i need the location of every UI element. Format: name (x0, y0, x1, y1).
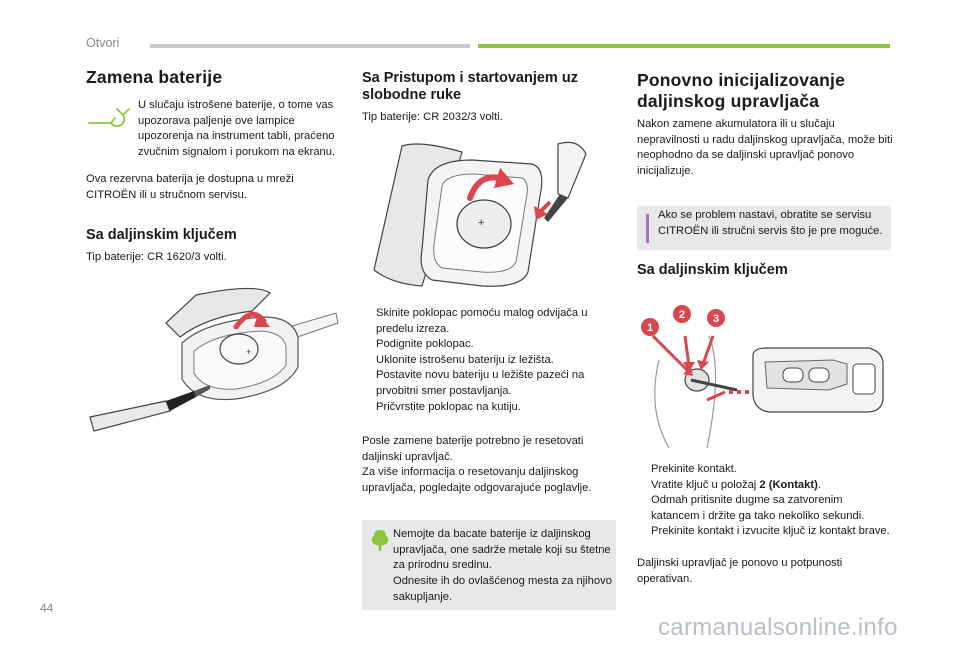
step-item: Podignite poklopac. (376, 338, 474, 351)
eco-note-box: Nemojte da bacate baterije iz daljinskog… (362, 520, 616, 610)
step-item: Pričvrstite poklopac na kutiju. (376, 400, 521, 413)
callout-3: 3 (713, 313, 719, 325)
header-rule-grey (150, 44, 470, 48)
spare-battery-text: Ova rezervna baterija je dostupna u mrež… (86, 173, 294, 201)
reinit-subtitle: Sa daljinskim ključem (637, 262, 788, 278)
eco-text-1: Nemojte da bacate baterije iz daljinskog… (393, 528, 611, 572)
svg-text:+: + (246, 347, 251, 357)
info-note-box: Ako se problem nastavi, obratite se serv… (637, 206, 891, 250)
svg-text:+: + (478, 217, 484, 229)
reset-text-1: Posle zamene baterije potrebno je reseto… (362, 435, 584, 463)
callout-1: 1 (647, 322, 653, 334)
keyless-battery-type: Tip baterije: CR 2032/3 volti. (362, 111, 503, 123)
ignition-key-illustration: 1 2 3 (641, 305, 884, 449)
header-rule-green (478, 44, 890, 48)
remote-key-subtitle: Sa daljinskim ključem (86, 227, 237, 243)
key-warning-icon (88, 108, 130, 128)
step-item: Prekinite kontakt i izvucite ključ iz ko… (651, 525, 890, 538)
callout-2: 2 (679, 309, 685, 321)
remote-key-battery-type: Tip baterije: CR 1620/3 volti. (86, 251, 227, 263)
reinit-outro: Daljinski upravljač je ponovo u potpunos… (637, 557, 843, 585)
remote-key-battery-illustration: + (89, 287, 339, 432)
tree-eco-icon (371, 530, 389, 551)
battery-replacement-title: Zamena baterije (86, 67, 223, 87)
step-item: Postavite novu bateriju u ležište pazeći… (376, 369, 585, 397)
step-item: Uklonite istrošenu bateriju iz ležišta. (376, 353, 554, 366)
keyless-fob-illustration: + (373, 141, 587, 287)
eco-text-2: Odnesite ih do ovlašćenog mesta za njiho… (393, 575, 612, 603)
reset-text-2: Za više informacija o resetovanju daljin… (362, 466, 592, 494)
page-number: 44 (40, 601, 54, 615)
step-item: Prekinite kontakt. (651, 463, 737, 475)
keyless-entry-title: Sa Pristupom i startovanjem uz slobodne … (362, 70, 578, 103)
section-label: Otvori (86, 36, 120, 50)
watermark-text: carmanualsonline.info (658, 614, 898, 641)
reinit-title: Ponovno inicijalizovanje daljinskog upra… (637, 70, 846, 111)
step-item: Skinite poklopac pomoću malog odvijača u… (376, 307, 588, 335)
step-item: Odmah pritisnite dugme sa zatvorenim kat… (651, 494, 865, 522)
reinit-intro: Nakon zamene akumulatora ili u slučaju n… (637, 118, 893, 177)
step-item: Vratite ključ u položaj 2 (Kontakt). (651, 478, 821, 491)
info-text: Ako se problem nastavi, obratite se serv… (658, 209, 883, 237)
keyless-steps-list: Skinite poklopac pomoću malog odvijača u… (362, 306, 617, 415)
reinit-steps-list: Prekinite kontakt. Vratite ključ u polož… (637, 462, 893, 540)
battery-warning-text: U slučaju istrošene baterije, o tome vas… (138, 99, 336, 158)
info-bar-icon (646, 214, 649, 243)
